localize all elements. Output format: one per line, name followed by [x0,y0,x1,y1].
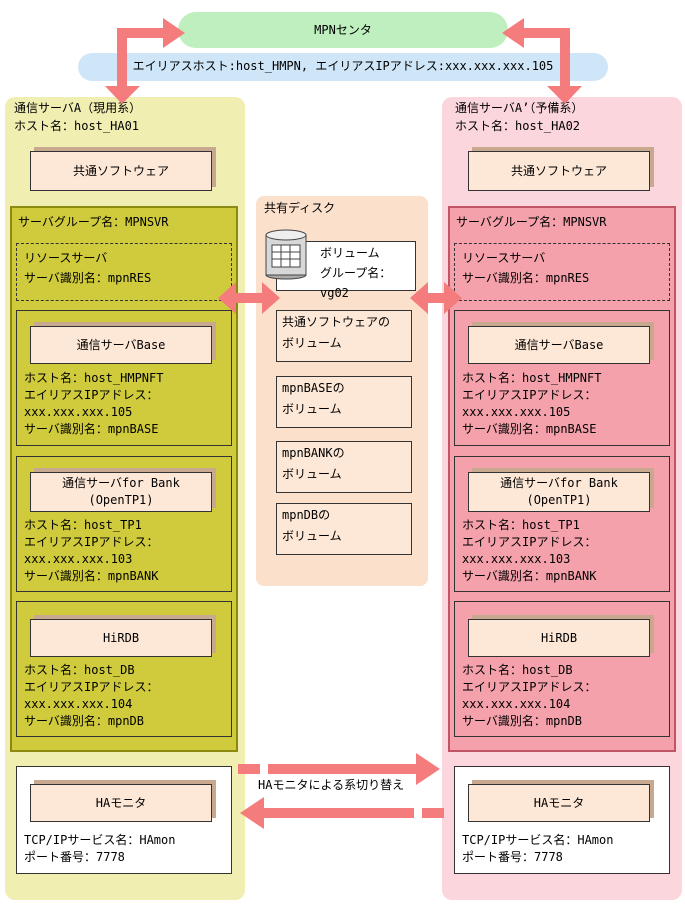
server-a-title: 通信サーバA（現用系） [14,101,142,115]
server-a2-bank-box [468,472,650,512]
server-a-base-line: エイリアスIPアドレス： [24,388,159,402]
server-a2-hirdb-box [468,619,650,657]
server-a2-base-name: 通信サーバBase [514,338,604,352]
server-a-ha-box [30,784,212,822]
server-a2-resource-title: リソースサーバ [462,251,546,265]
server-a2-hirdb-line: サーバ識別名：mpnDB [462,714,583,728]
alias-host-bar [78,53,608,81]
server-a-hirdb-line: サーバ識別名：mpnDB [24,714,145,728]
server-a-resource-title: リソースサーバ [24,251,108,265]
server-a2-bank-line: xxx.xxx.xxx.103 [462,552,571,566]
volume-group-line: vg02 [320,286,349,300]
volume-group-line: ボリューム [320,246,380,260]
server-a-software-label: 共通ソフトウェア [72,164,169,178]
volume-box [276,310,412,362]
volume-label: ボリューム [282,336,342,350]
server-a-group-name: サーバグループ名：MPNSVR [18,215,169,229]
server-a-bank-box [30,472,212,512]
server-a2-base-box [468,326,650,364]
server-a2-host: ホスト名：host_HA02 [455,119,581,133]
server-a-hirdb-line: ホスト名：host_DB [24,663,135,677]
server-a2-hirdb-line: エイリアスIPアドレス： [462,680,597,694]
server-a2-ha-name: HAモニタ [533,796,585,810]
server-a2-resource-server [454,243,670,301]
server-a-base-line: サーバ識別名：mpnBASE [24,422,159,436]
server-a2-bank-subname: (OpenTP1) [526,493,592,507]
server-a2-ha-line: ポート番号：7778 [462,850,563,864]
server-a-base-line: ホスト名：host_HMPNFT [24,371,164,385]
server-a2-software-label: 共通ソフトウェア [510,164,607,178]
volume-label: ボリューム [282,402,342,416]
server-a-hirdb-line: エイリアスIPアドレス： [24,680,159,694]
server-a2-resource-id: サーバ識別名：mpnRES [462,271,590,285]
volume-label: mpnBASEの [282,381,345,395]
server-a2-software-box [468,151,650,191]
volume-box [276,503,412,555]
volume-label: 共通ソフトウェアの [282,315,391,329]
server-a-bank-line: xxx.xxx.xxx.103 [24,552,133,566]
server-a-bank-name: 通信サーバfor Bank [62,476,180,490]
server-a-hirdb-name: HiRDB [102,631,140,645]
mpn-center-label: MPNセンタ [314,23,372,37]
server-a2-base-line: ホスト名：host_HMPNFT [462,371,602,385]
server-a-hirdb-panel [16,601,232,737]
server-a2-ha-line: TCP/IPサービス名：HAmon [462,833,614,847]
server-a2-bank-line: エイリアスIPアドレス： [462,535,597,549]
volume-box [276,376,412,428]
server-a2-base-panel [454,310,670,446]
shared-disk-title: 共有ディスク [264,201,336,215]
disk-icon [265,229,307,280]
server-a-base-name: 通信サーバBase [76,338,166,352]
server-a2-hirdb-panel [454,601,670,737]
server-a2-hirdb-line: ホスト名：host_DB [462,663,573,677]
server-a-ha-name: HAモニタ [95,796,147,810]
server-a-bank-line: ホスト名：host_TP1 [24,518,142,532]
server-a-bank-line: サーバ識別名：mpnBANK [24,569,159,583]
server-a-bank-panel [16,456,232,592]
server-a-software-box [30,151,212,191]
server-a2-title: 通信サーバA’（予備系） [455,101,584,115]
server-a2-base-line: エイリアスIPアドレス： [462,388,597,402]
ha-switch-label: HAモニタによる系切り替え [258,778,405,792]
server-a-hirdb-line: xxx.xxx.xxx.104 [24,697,133,711]
server-a-hirdb-box [30,619,212,657]
server-a2-bank-panel [454,456,670,592]
server-a-base-line: xxx.xxx.xxx.105 [24,405,133,419]
server-a-host: ホスト名：host_HA01 [14,119,140,133]
volume-box [276,441,412,493]
volume-label: ボリューム [282,529,342,543]
server-a2-bank-line: ホスト名：host_TP1 [462,518,580,532]
volume-label: mpnDBの [282,508,331,522]
server-a2-base-line: xxx.xxx.xxx.105 [462,405,571,419]
mpn-center-node [178,12,508,48]
volume-group-line: グループ名： [320,266,392,280]
volume-label: ボリューム [282,467,342,481]
server-a-bank-line: エイリアスIPアドレス： [24,535,159,549]
server-a-bank-subname: (OpenTP1) [88,493,154,507]
server-a2-hirdb-line: xxx.xxx.xxx.104 [462,697,571,711]
server-a2-base-line: サーバ識別名：mpnBASE [462,422,597,436]
alias-host-label: エイリアスホスト:host_HMPN, エイリアスIPアドレス:xxx.xxx.… [132,59,554,73]
server-a-base-panel [16,310,232,446]
server-a2-bank-line: サーバ識別名：mpnBANK [462,569,597,583]
server-a2-group-name: サーバグループ名：MPNSVR [456,215,607,229]
server-a-base-box [30,326,212,364]
server-a-resource-id: サーバ識別名：mpnRES [24,271,152,285]
volume-label: mpnBANKの [282,446,345,460]
server-a-resource-server [16,243,232,301]
server-a2-bank-name: 通信サーバfor Bank [500,476,618,490]
server-a2-ha-box [468,784,650,822]
server-a-ha-line: TCP/IPサービス名：HAmon [24,833,176,847]
server-a-ha-line: ポート番号：7778 [24,850,125,864]
server-a2-hirdb-name: HiRDB [540,631,578,645]
